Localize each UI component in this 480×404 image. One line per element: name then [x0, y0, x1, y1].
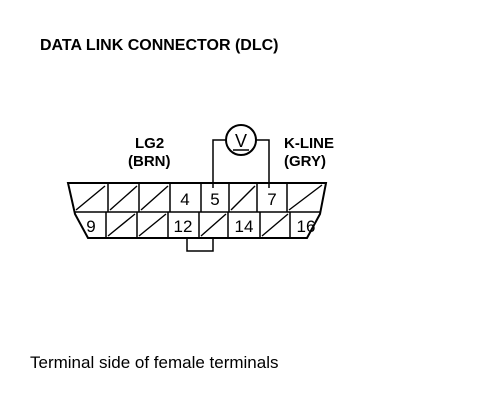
diagram-caption: Terminal side of female terminals	[30, 353, 278, 372]
kline-label: K-LINE	[284, 135, 334, 152]
pin-4: 4	[180, 190, 189, 209]
pin-12: 12	[174, 217, 193, 236]
pin-9: 9	[86, 217, 95, 236]
kline-color-label: (GRY)	[284, 153, 326, 170]
pin-7: 7	[267, 190, 276, 209]
voltmeter-icon: V	[225, 124, 257, 156]
lg2-color-label: (BRN)	[128, 153, 171, 170]
pin-16: 16	[297, 217, 316, 236]
diagram-title: DATA LINK CONNECTOR (DLC)	[40, 37, 279, 54]
dlc-connector: 4 5 7 9 12 14 16	[66, 182, 328, 252]
unused-pin-hatching-top	[75, 184, 323, 211]
lg2-label: LG2	[135, 135, 164, 152]
pin-14: 14	[235, 217, 254, 236]
unused-pin-hatching-bottom	[107, 213, 289, 237]
connector-latch	[186, 238, 214, 252]
pin-5: 5	[210, 190, 219, 209]
voltmeter-symbol: V	[235, 131, 247, 151]
test-lead-wires	[212, 139, 270, 188]
